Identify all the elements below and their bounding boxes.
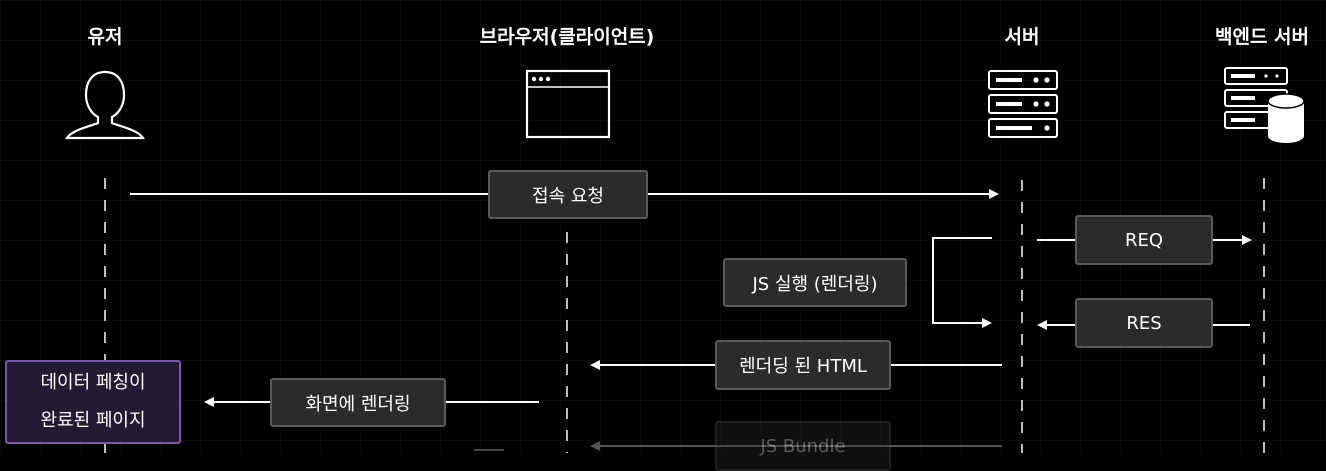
- rendered-html-box: 렌더딩 된 HTML: [715, 340, 891, 390]
- fetched-page-line2: 완료된 페이지: [40, 410, 146, 431]
- fetched-page-box: 데이터 페칭이 완료된 페이지: [5, 360, 181, 444]
- server-rack-icon: [988, 70, 1058, 138]
- js-execute-box: JS 실행 (렌더링): [723, 258, 907, 307]
- js-bundle-box: JS Bundle: [715, 421, 891, 471]
- user-icon: [65, 70, 145, 140]
- fetched-page-line1: 데이터 페칭이: [40, 372, 146, 393]
- res-box: RES: [1075, 298, 1213, 348]
- actor-server-label: 서버: [1004, 26, 1040, 48]
- lifelines: [104, 178, 1265, 453]
- database-server-icon: [1224, 67, 1305, 143]
- actor-user-label: 유저: [87, 26, 123, 48]
- actor-browser-label: 브라우저(클라이언트): [479, 26, 655, 48]
- browser-window-icon: [525, 69, 611, 139]
- actor-backend-label: 백엔드 서버: [1214, 26, 1310, 48]
- render-screen-box: 화면에 렌더링: [270, 378, 446, 427]
- connect-request-box: 접속 요청: [488, 170, 648, 219]
- js-execute-bracket: [932, 237, 992, 328]
- req-box: REQ: [1075, 215, 1213, 265]
